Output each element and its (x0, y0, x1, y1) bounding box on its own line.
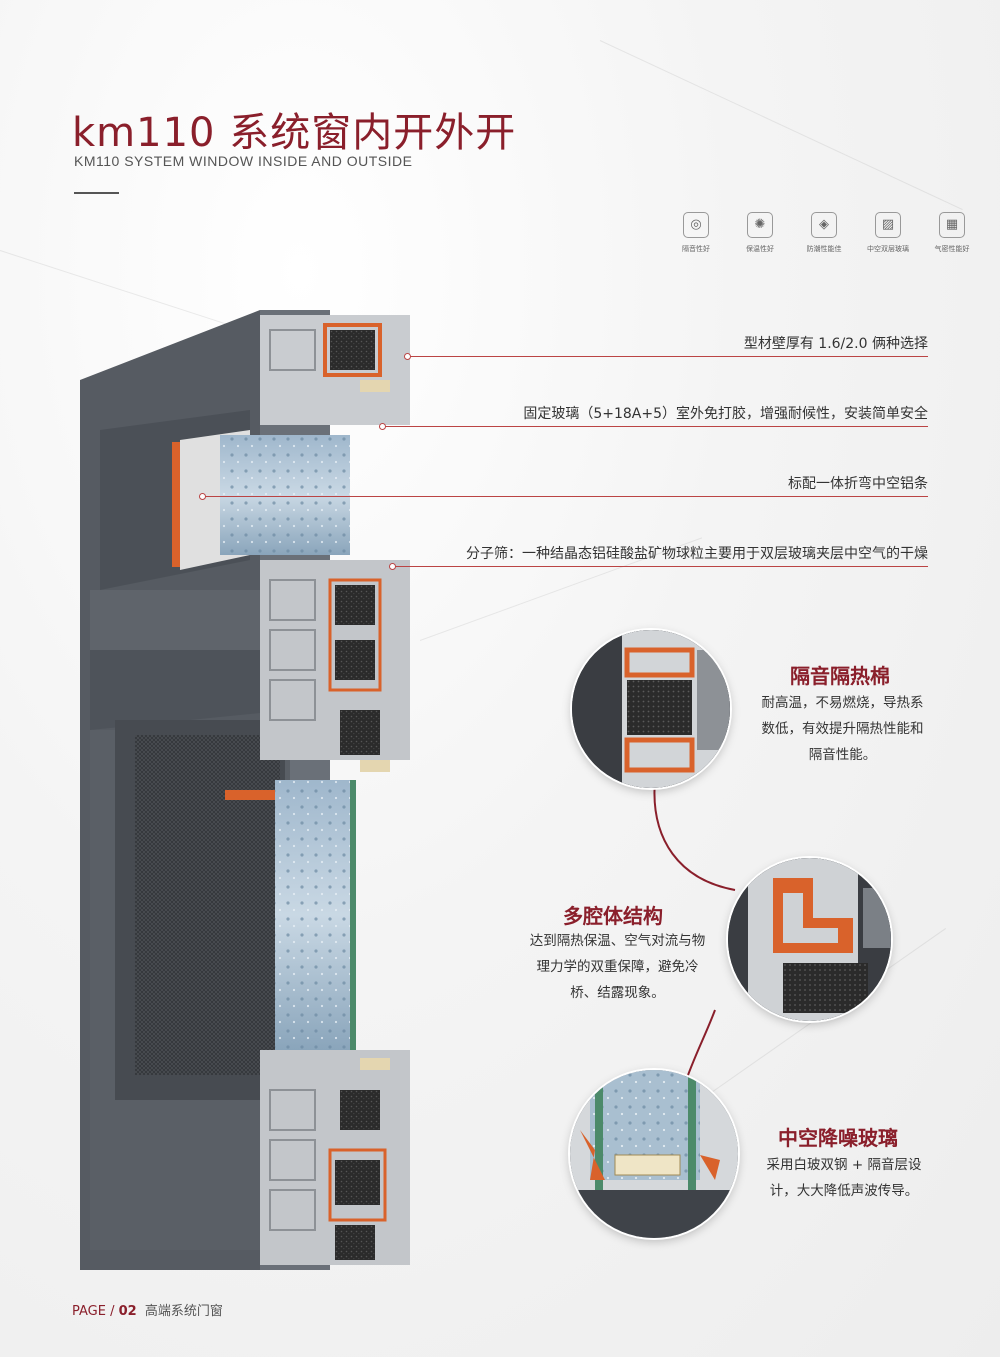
highlight-desc-multi-cavity: 达到隔热保温、空气对流与物理力学的双重保障，避免冷桥、结露现象。 (529, 933, 706, 1001)
feature-icon-row: ◎ 隔音性好 ✺ 保温性好 ◈ 防潮性能佳 ▨ 中空双层玻璃 ▦ 气密性能好 (670, 212, 978, 254)
sound-insulation-icon: ◎ (683, 212, 709, 238)
detail-circle-multi-cavity (728, 858, 891, 1021)
highlight-desc-insulation: 耐高温，不易燃烧，导热系数低，有效提升隔热性能和隔音性能。 (761, 695, 924, 763)
callout-line (395, 566, 928, 567)
feature-label: 气密性能好 (934, 245, 970, 253)
page-footer: PAGE / 02 高端系统门窗 (72, 1300, 223, 1319)
feature-airtight: ▦ 气密性能好 (926, 212, 978, 254)
callout-wall-thickness: 型材壁厚有 1.6/2.0 俩种选择 (743, 336, 928, 352)
multi-cavity-detail-image (728, 858, 891, 1021)
feature-heat-insulation: ✺ 保温性好 (734, 212, 786, 254)
airtight-icon: ▦ (939, 212, 965, 238)
callout-line (205, 496, 928, 497)
feature-moisture-proof: ◈ 防潮性能佳 (798, 212, 850, 254)
title-rule (74, 192, 119, 194)
feature-label: 防潮性能佳 (806, 245, 842, 253)
insulation-detail-image (572, 630, 730, 788)
detail-circle-insulation (572, 630, 730, 788)
moisture-proof-icon: ◈ (811, 212, 837, 238)
highlight-title-multi-cavity: 多腔体结构 (563, 904, 663, 928)
detail-circle-hollow-glass (570, 1070, 738, 1238)
callout-dot (199, 493, 206, 500)
heat-insulation-icon: ✺ (747, 212, 773, 238)
window-cross-section-illustration (80, 310, 410, 1270)
hollow-glass-detail-image (570, 1070, 738, 1238)
callout-dot (404, 353, 411, 360)
page-subtitle: KM110 SYSTEM WINDOW INSIDE AND OUTSIDE (74, 153, 413, 169)
highlight-desc-hollow-glass: 采用白玻双钢 + 隔音层设计，大大降低声波传导。 (766, 1157, 922, 1199)
callout-line (410, 356, 928, 357)
callout-molecular-sieve: 分子筛：一种结晶态铝硅酸盐矿物球粒主要用于双层玻璃夹层中空气的干燥 (466, 546, 928, 562)
callout-fixed-glass: 固定玻璃（5+18A+5）室外免打胶，增强耐候性，安装简单安全 (523, 406, 928, 422)
feature-double-glass: ▨ 中空双层玻璃 (862, 212, 914, 254)
feature-label: 保温性好 (746, 245, 774, 253)
callout-dot (379, 423, 386, 430)
highlight-title-insulation: 隔音隔热棉 (790, 664, 890, 688)
footer-page-prefix: PAGE / (72, 1304, 115, 1319)
feature-sound-insulation: ◎ 隔音性好 (670, 212, 722, 254)
double-glass-icon: ▨ (875, 212, 901, 238)
callout-dot (389, 563, 396, 570)
feature-label: 隔音性好 (682, 245, 710, 253)
callout-line (385, 426, 928, 427)
footer-page-number: 02 (118, 1304, 137, 1319)
page-title: km110 系统窗内开外开 (72, 110, 517, 156)
feature-label: 中空双层玻璃 (867, 245, 909, 253)
callout-spacer-bar: 标配一体折弯中空铝条 (788, 476, 928, 492)
marble-vein (599, 40, 963, 211)
footer-text: 高端系统门窗 (144, 1304, 223, 1319)
highlight-title-hollow-glass: 中空降噪玻璃 (778, 1126, 898, 1150)
